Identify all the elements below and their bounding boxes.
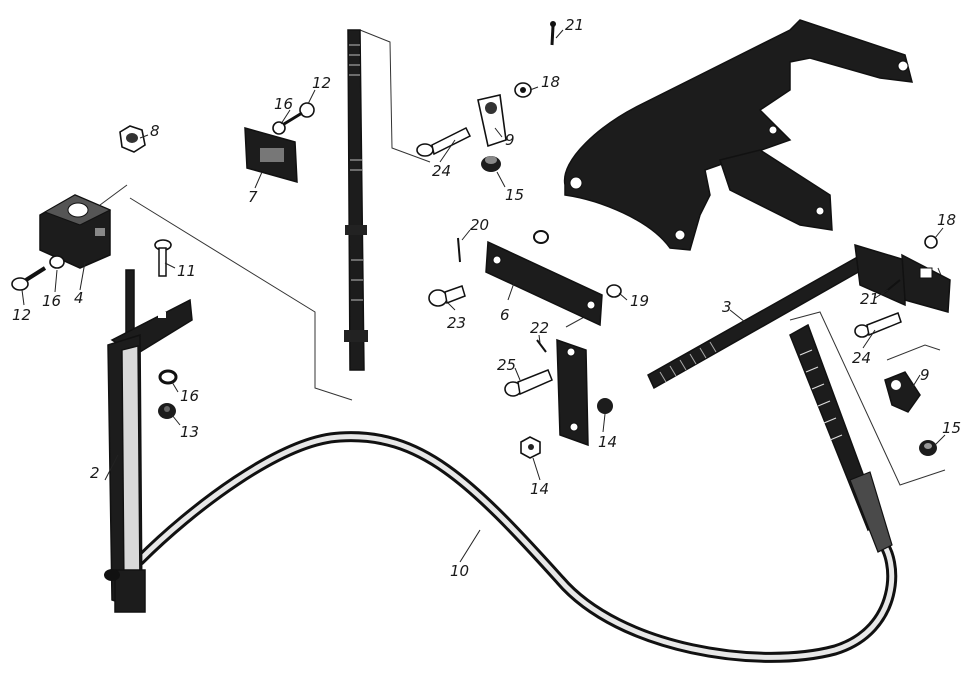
label-part-12-left: 12 <box>12 306 31 324</box>
part-8-nut <box>119 125 146 153</box>
label-part-8: 8 <box>150 122 160 140</box>
part-20-pin <box>457 237 461 263</box>
part-13-nut <box>158 403 176 419</box>
label-part-3: 3 <box>722 298 732 316</box>
callout-labels: 2 3 4 6 7 8 9 9 10 11 12 12 13 14 14 15 … <box>12 16 961 580</box>
part-2-bracket <box>104 269 193 613</box>
part-15-bushing-top <box>481 156 501 172</box>
part-12-pin-left <box>11 266 47 291</box>
lever-plate <box>556 338 589 447</box>
label-part-20: 20 <box>470 216 489 234</box>
leader-lines <box>21 29 946 563</box>
part-4-block <box>39 194 112 269</box>
part-22-cotter-pin <box>536 339 547 353</box>
part-25-pin <box>504 369 553 397</box>
label-part-25: 25 <box>497 356 516 374</box>
part-12-pin-top <box>283 102 315 126</box>
label-part-4: 4 <box>74 289 84 307</box>
assembly-guide-lines <box>99 29 946 486</box>
part-18-washer-top <box>514 82 532 98</box>
label-part-16-mid: 16 <box>180 387 199 405</box>
threaded-rod-vertical <box>344 29 368 371</box>
label-part-21-right: 21 <box>860 290 879 308</box>
label-part-7: 7 <box>248 188 258 206</box>
label-part-2: 2 <box>90 464 100 482</box>
label-part-21-top: 21 <box>565 16 584 34</box>
part-14-nut-right <box>597 398 613 414</box>
label-part-15-top: 15 <box>505 186 524 204</box>
part-16-washer-mid <box>158 369 178 385</box>
label-part-12-top: 12 <box>312 74 331 92</box>
label-part-16-left: 16 <box>42 292 61 310</box>
label-part-13: 13 <box>180 423 199 441</box>
label-part-14-right: 14 <box>598 433 617 451</box>
label-part-10: 10 <box>450 562 469 580</box>
part-16-washer-left <box>49 255 65 269</box>
label-part-9-top: 9 <box>505 131 515 149</box>
part-24-pin-top <box>416 126 472 157</box>
label-part-11: 11 <box>177 262 196 280</box>
label-part-18-right: 18 <box>937 211 956 229</box>
label-part-24-top: 24 <box>432 162 451 180</box>
part-3-rod <box>647 243 951 390</box>
part-11-bolt <box>154 239 172 277</box>
support-bracket-frame <box>563 19 914 251</box>
label-part-16-top: 16 <box>274 95 293 113</box>
label-part-24-right: 24 <box>852 349 871 367</box>
part-19-washer <box>606 284 622 298</box>
part-16-washer-top <box>272 121 286 135</box>
part-15-bushing-right <box>919 440 937 456</box>
part-18-washer-right <box>924 235 938 249</box>
label-part-15-right: 15 <box>942 419 961 437</box>
part-7-plate <box>244 126 298 184</box>
part-23-pin <box>428 285 466 307</box>
label-part-6: 6 <box>500 306 510 324</box>
part-14-nut-bottom <box>520 436 541 459</box>
label-part-22: 22 <box>530 319 549 337</box>
label-part-19: 19 <box>630 292 649 310</box>
part-21-pin-top <box>550 21 556 46</box>
part-6-link-plate <box>485 240 603 327</box>
part-9-clevis-right <box>884 371 921 413</box>
label-part-14-bottom: 14 <box>530 480 549 498</box>
part-24-pin-right <box>854 312 902 338</box>
label-part-9-right: 9 <box>920 366 930 384</box>
washer-unlabeled <box>533 230 549 244</box>
part-9-clevis-top <box>477 94 507 148</box>
part-10-cable <box>134 323 898 663</box>
label-part-23: 23 <box>447 314 466 332</box>
label-part-18-top: 18 <box>541 73 560 91</box>
